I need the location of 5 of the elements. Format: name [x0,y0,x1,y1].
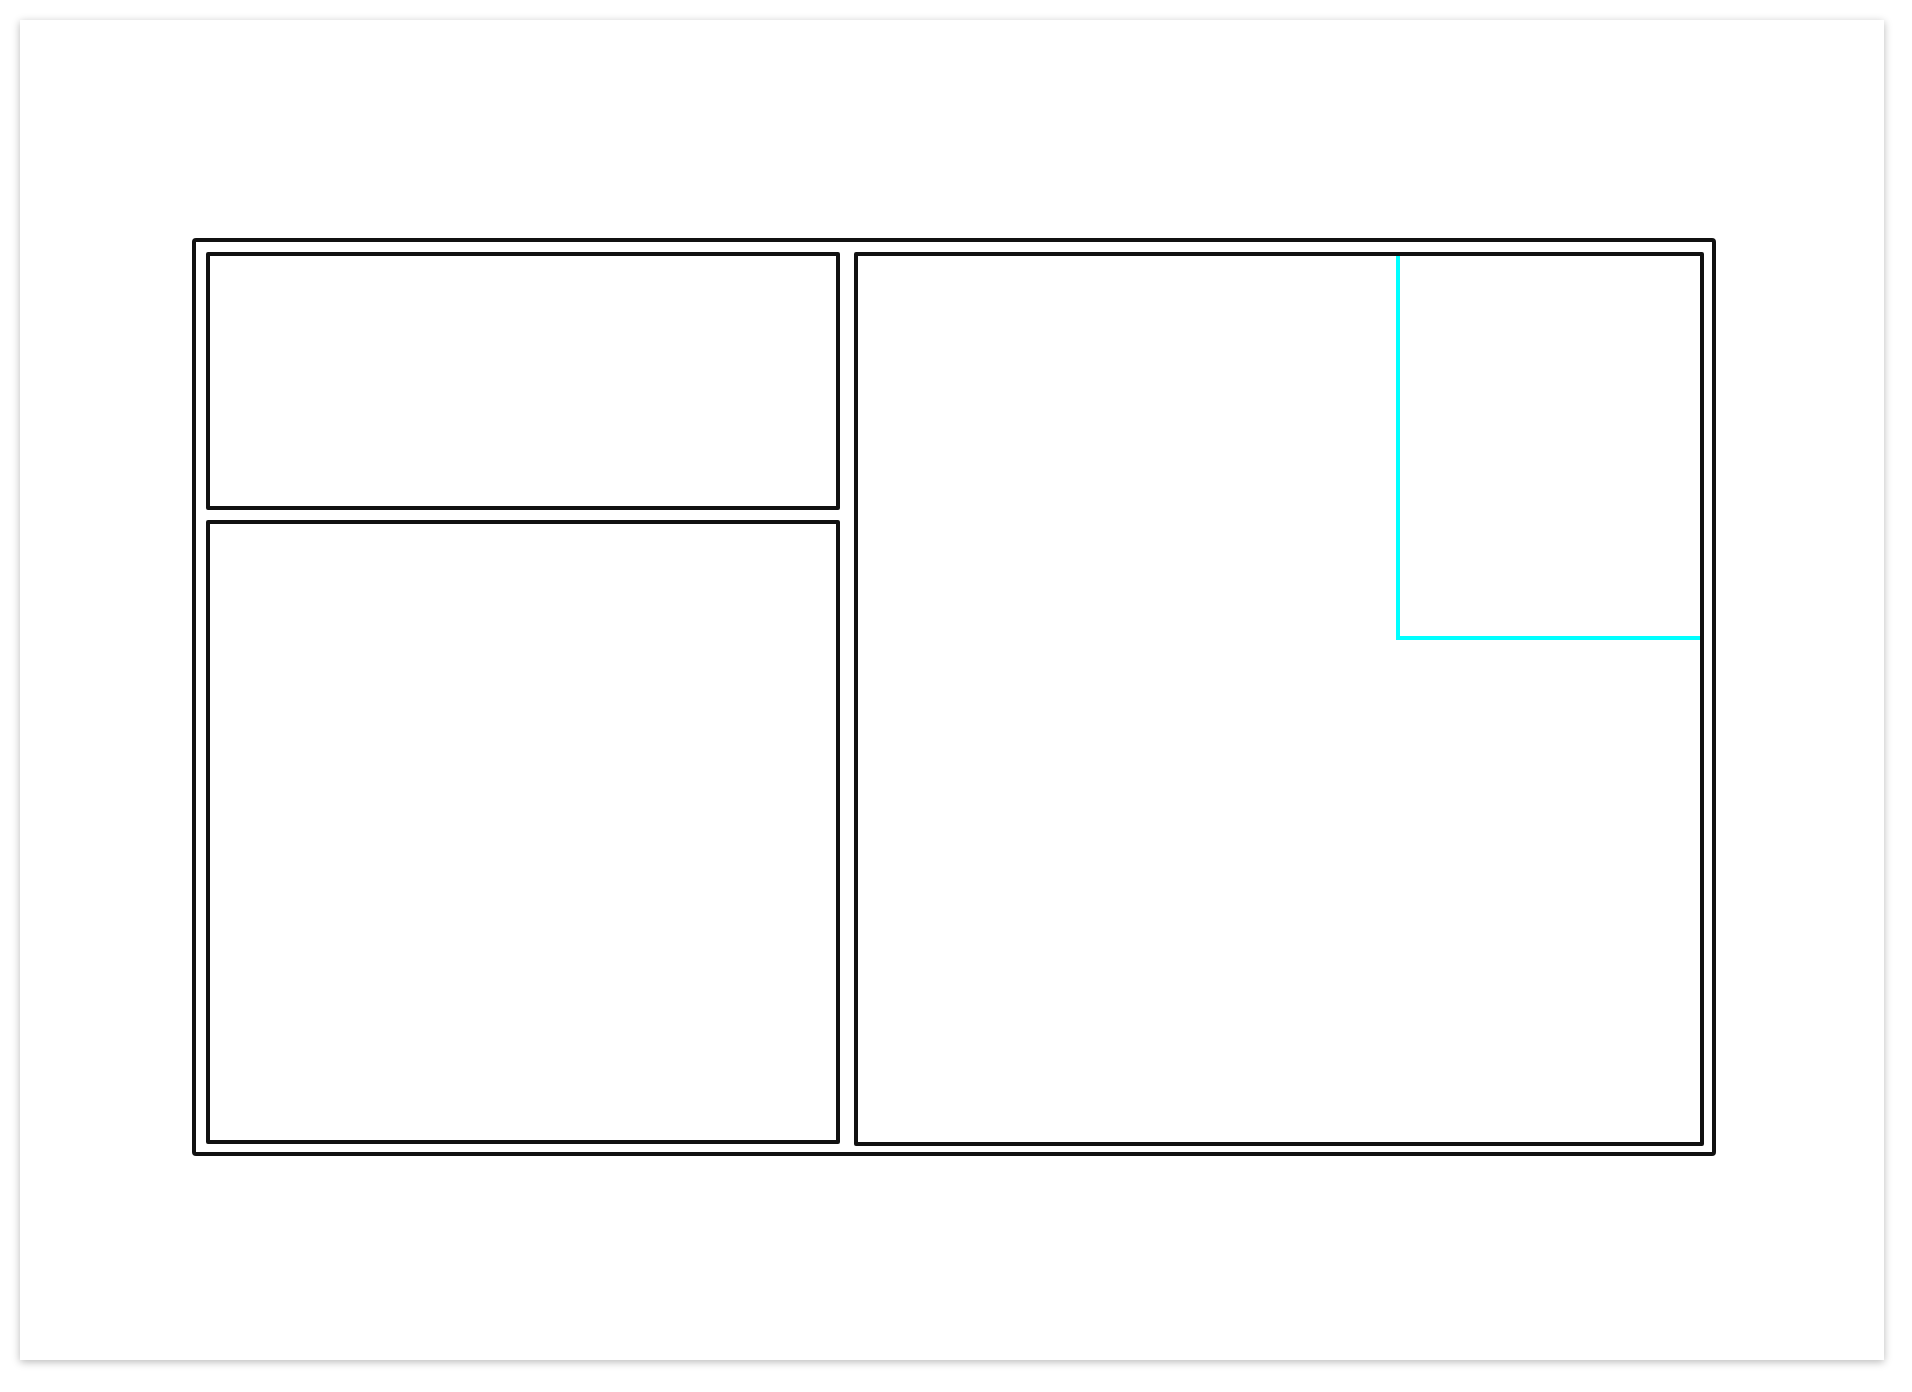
panel-box [206,252,840,510]
frame-box [192,238,1716,1156]
panel-box [854,252,1704,1146]
panel-box [206,520,840,1144]
highlight-region [1396,256,1700,640]
